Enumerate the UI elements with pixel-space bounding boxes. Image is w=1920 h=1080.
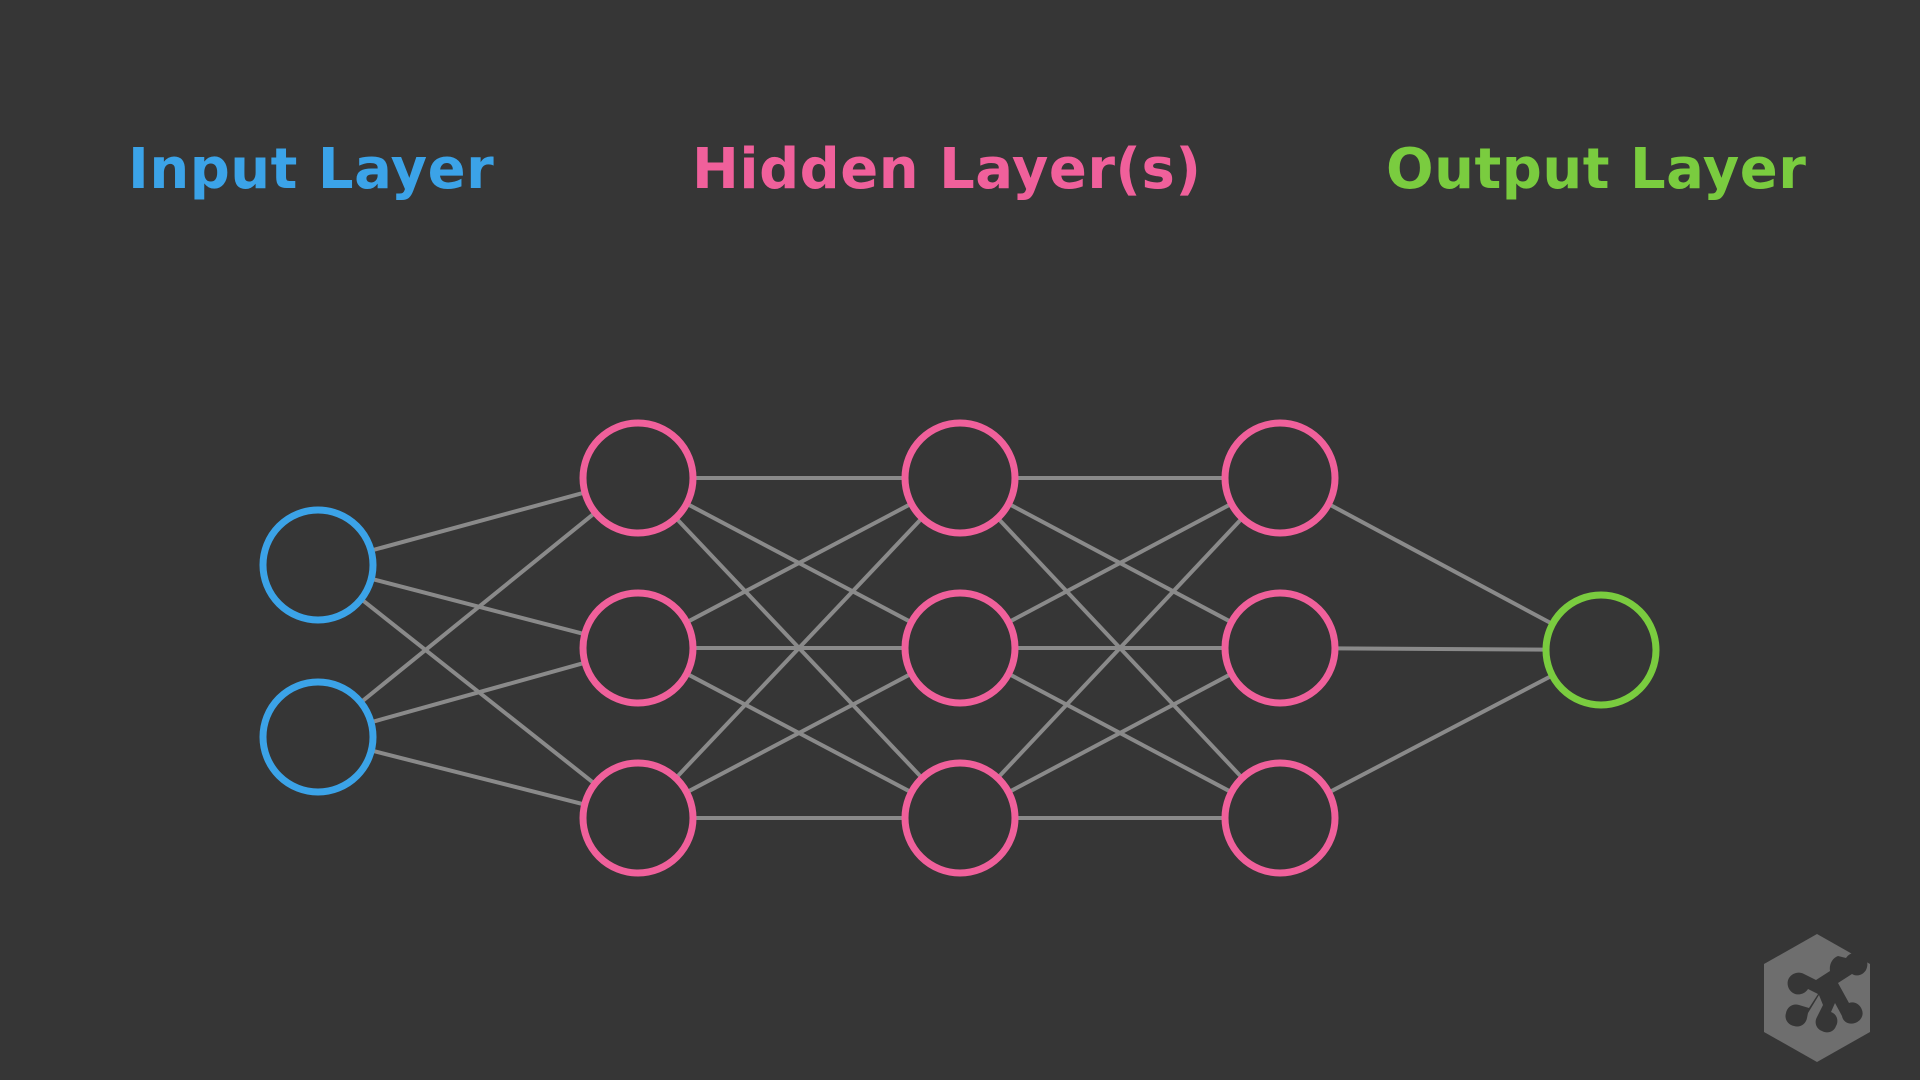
nodes-group: [259, 419, 1660, 877]
neuron-node-hidden2-1[interactable]: [901, 419, 1019, 537]
connection-edge: [1007, 672, 1233, 794]
connection-edge: [370, 490, 586, 553]
hidden-layer-label: Hidden Layer(s): [692, 137, 1202, 202]
connection-edge: [996, 516, 1244, 780]
input-layer-label: Input Layer: [128, 137, 495, 202]
neuron-node-hidden1-2[interactable]: [579, 589, 697, 707]
connection-edge: [1334, 646, 1547, 652]
output-layer-label: Output Layer: [1386, 137, 1807, 202]
connection-edge: [685, 501, 913, 625]
neuron-node-hidden3-1[interactable]: [1221, 419, 1339, 537]
tree-glyph: [1785, 952, 1868, 1033]
connection-edge: [359, 511, 597, 704]
neuron-node-output-1[interactable]: [1542, 591, 1660, 709]
connection-edge: [1327, 673, 1554, 795]
connection-edge: [1327, 502, 1554, 626]
connection-edge: [370, 660, 586, 725]
neuron-node-hidden1-1[interactable]: [579, 419, 697, 537]
layer-label-row: Input Layer Hidden Layer(s) Output Layer: [0, 0, 1920, 260]
neuron-node-hidden1-3[interactable]: [579, 759, 697, 877]
neuron-node-hidden2-2[interactable]: [901, 589, 1019, 707]
connection-edge: [1007, 502, 1233, 624]
neuron-node-hidden3-3[interactable]: [1221, 759, 1339, 877]
neuron-node-input-1[interactable]: [259, 506, 377, 624]
edges-group: [359, 476, 1554, 820]
connection-edge: [674, 516, 924, 780]
connection-edge: [685, 671, 913, 795]
treehouse-logo-watermark: [1764, 934, 1870, 1062]
neuron-node-hidden3-2[interactable]: [1221, 589, 1339, 707]
neuron-node-input-2[interactable]: [259, 678, 377, 796]
neuron-node-hidden2-3[interactable]: [901, 759, 1019, 877]
connection-edge: [370, 748, 586, 807]
